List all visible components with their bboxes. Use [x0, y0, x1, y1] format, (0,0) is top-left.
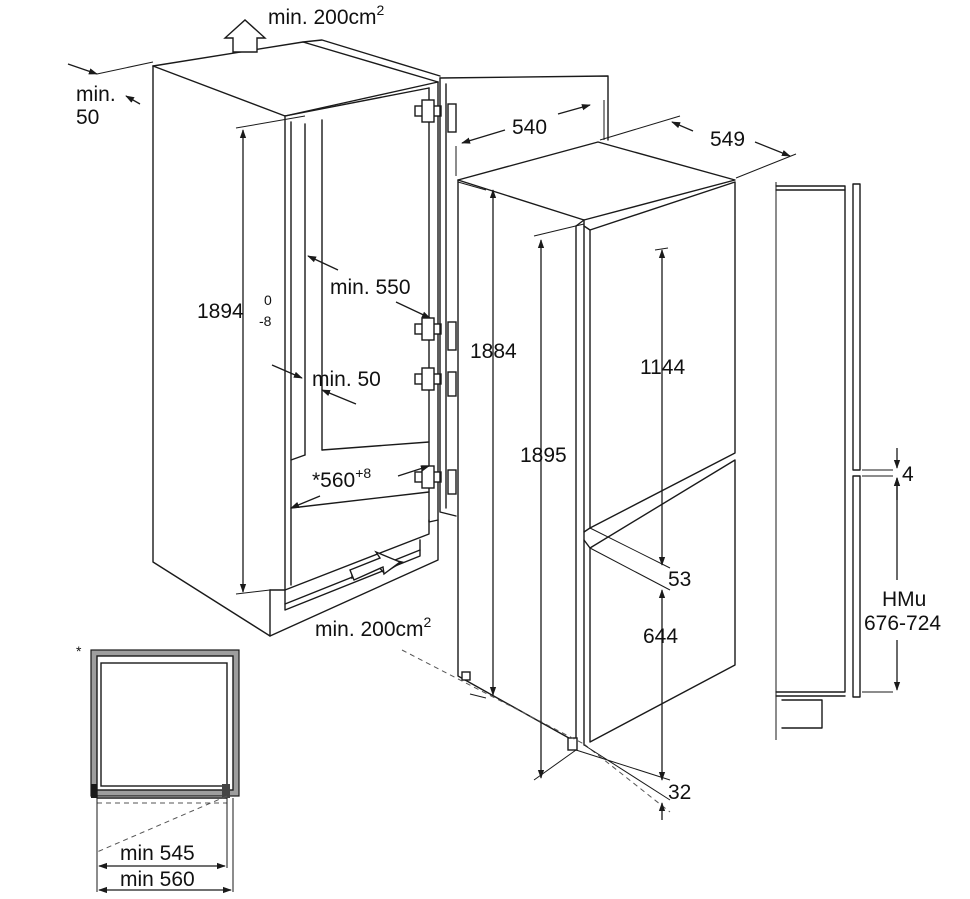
label-niche-height: 1894 — [197, 300, 244, 323]
hinge-mid-upper — [414, 317, 457, 351]
label-min-560: min 560 — [120, 868, 195, 891]
label-hmu: HMu — [882, 588, 926, 611]
ventilation-arrow-bottom — [349, 550, 404, 581]
label-50-a: 50 — [76, 106, 99, 129]
hinge-top — [414, 99, 457, 133]
label-foot-32: 32 — [668, 781, 691, 804]
label-depth-549: 549 — [710, 128, 745, 151]
dimension-lines — [67, 61, 901, 894]
label-door-644: 644 — [643, 625, 678, 648]
label-height-1895: 1895 — [520, 444, 567, 467]
label-door-1144: 1144 — [640, 356, 685, 379]
label-niche-height-tol-bottom: -8 — [259, 313, 272, 329]
label-vent-top: min. 200cm2 — [268, 2, 385, 29]
label-gap-53: 53 — [668, 568, 691, 591]
label-hmu-range: 676-724 — [864, 612, 941, 635]
label-niche-width: *560+8 — [312, 465, 371, 492]
label-asterisk: * — [76, 643, 82, 659]
label-gap-4: 4 — [902, 463, 914, 486]
ventilation-arrow-top — [223, 19, 267, 53]
side-section — [775, 182, 893, 740]
furniture-door — [439, 75, 609, 517]
label-min-50-b: min. 50 — [312, 368, 381, 391]
label-min-550: min. 550 — [330, 276, 411, 299]
extension-lines — [401, 649, 671, 813]
appliance-body — [457, 141, 736, 751]
top-view — [90, 649, 240, 892]
label-depth-540: 540 — [512, 116, 547, 139]
label-min-a: min. — [76, 83, 116, 106]
hinge-mid-lower — [414, 367, 457, 397]
label-niche-height-tol-top: 0 — [264, 292, 272, 308]
cabinet-niche — [152, 39, 457, 637]
hinge-bottom — [414, 465, 457, 495]
label-height-1884: 1884 — [470, 340, 517, 363]
label-vent-bottom: min. 200cm2 — [315, 614, 432, 641]
label-min-545: min 545 — [120, 842, 195, 865]
labels: min. 200cm2 min. 50 1894 0 -8 min. 550 m… — [76, 2, 941, 891]
